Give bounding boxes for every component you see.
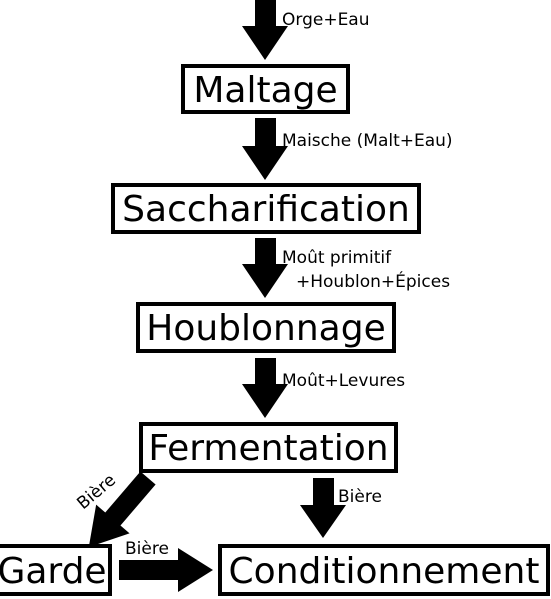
label-maische: Maische (Malt+Eau): [282, 131, 453, 151]
arrow-saccharification-to-houblonnage: [242, 238, 288, 298]
label-mout-primitif-line2: +Houblon+Épices: [296, 270, 450, 292]
arrow-fermentation-to-garde: [88, 471, 156, 548]
step-houblonnage-label: Houblonnage: [146, 308, 385, 349]
step-maltage: Maltage: [181, 64, 350, 114]
arrow-fermentation-to-conditionnement: [300, 478, 346, 538]
step-saccharification-label: Saccharification: [122, 189, 410, 230]
step-houblonnage: Houblonnage: [136, 302, 396, 353]
step-maltage-label: Maltage: [193, 70, 337, 111]
step-saccharification: Saccharification: [111, 183, 421, 234]
label-biere-to-conditionnement: Bière: [338, 487, 382, 507]
arrow-garde-to-conditionnement: [119, 548, 213, 592]
step-conditionnement-label: Conditionnement: [229, 551, 540, 592]
arrow-input-to-maltage: [242, 0, 288, 60]
step-fermentation: Fermentation: [139, 422, 398, 473]
step-garde-label: Garde: [0, 551, 107, 592]
step-garde: Garde: [0, 544, 112, 596]
arrow-maltage-to-saccharification: [242, 118, 288, 180]
label-input: Orge+Eau: [282, 10, 370, 30]
step-conditionnement: Conditionnement: [218, 544, 550, 596]
label-biere-garde-to-conditionnement: Bière: [125, 539, 169, 559]
step-fermentation-label: Fermentation: [148, 428, 388, 469]
label-mout-levures: Moût+Levures: [282, 371, 405, 391]
arrow-houblonnage-to-fermentation: [242, 358, 288, 418]
label-mout-primitif-line1: Moût primitif: [282, 248, 392, 268]
